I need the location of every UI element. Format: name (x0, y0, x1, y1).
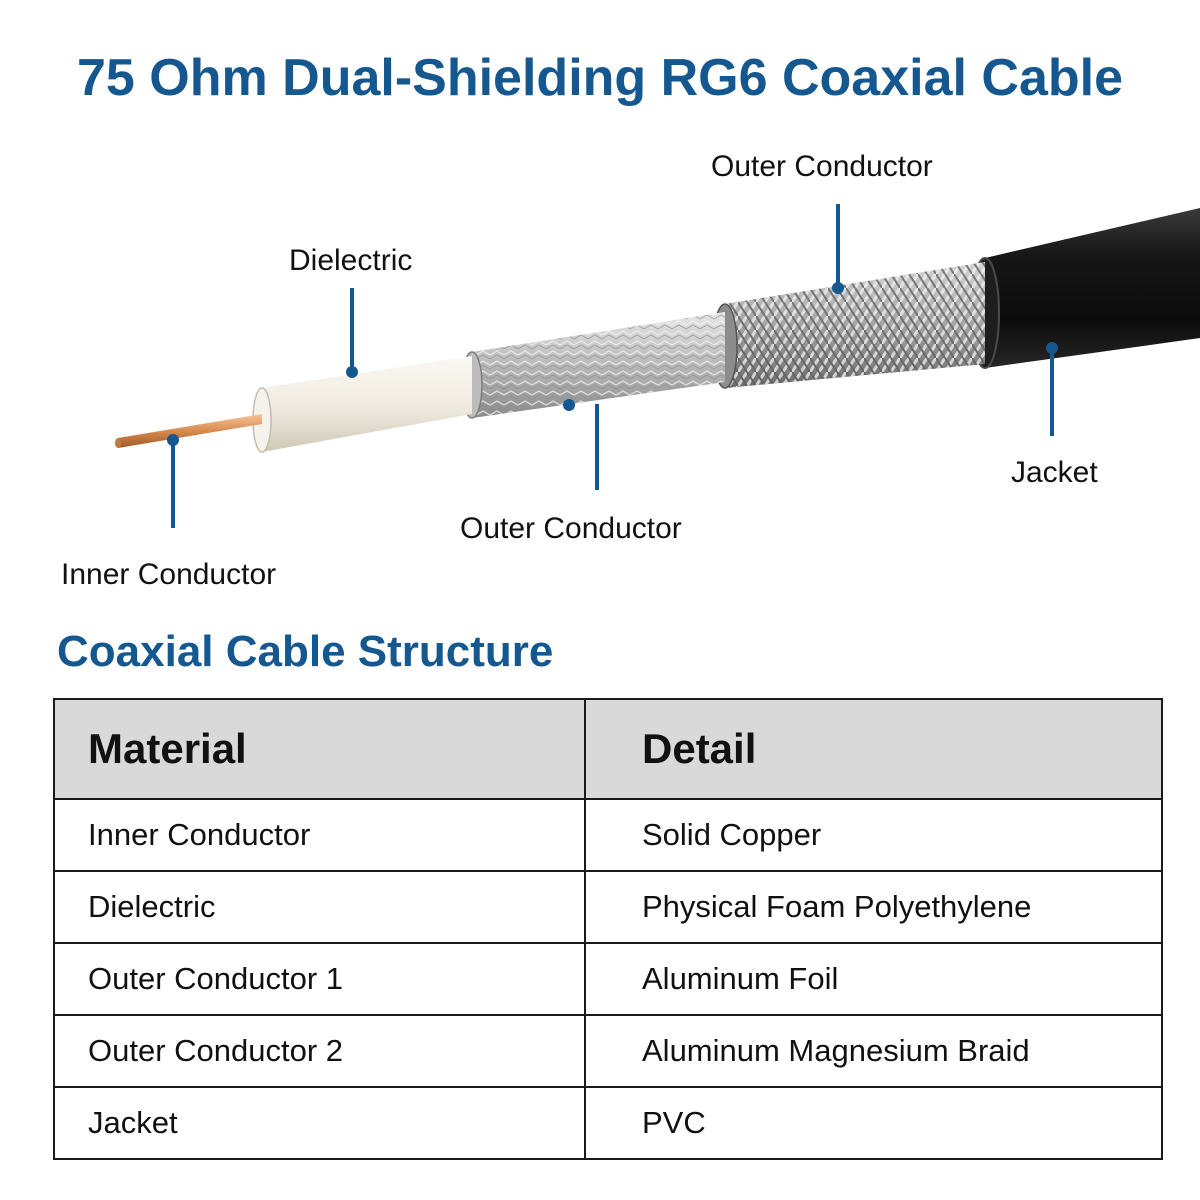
callout-outer-conductor-foil: Outer Conductor (460, 512, 682, 545)
coaxial-cable-illustration (115, 204, 1200, 528)
inner-conductor-wire (115, 414, 262, 448)
leader-dot-dielectric (346, 366, 358, 378)
callout-inner-conductor: Inner Conductor (61, 558, 277, 591)
table-row: Outer Conductor 1 Aluminum Foil (53, 942, 1163, 1016)
material-cell: Dielectric (53, 870, 586, 944)
material-cell: Outer Conductor 2 (53, 1014, 586, 1088)
detail-cell: Aluminum Foil (584, 942, 1163, 1016)
leader-dot-jacket (1046, 342, 1058, 354)
table-row: Dielectric Physical Foam Polyethylene (53, 870, 1163, 944)
material-cell: Jacket (53, 1086, 586, 1160)
table-header-row: Material Detail (53, 698, 1163, 800)
cable-diagram: Outer Conductor Dielectric Jacket Outer … (0, 120, 1200, 610)
detail-cell: Physical Foam Polyethylene (584, 870, 1163, 944)
dielectric-segment (252, 356, 472, 453)
table-row: Jacket PVC (53, 1086, 1163, 1160)
page-title: 75 Ohm Dual-Shielding RG6 Coaxial Cable (76, 49, 1124, 107)
material-cell: Outer Conductor 1 (53, 942, 586, 1016)
jacket-segment (970, 208, 1200, 369)
callout-jacket: Jacket (1011, 456, 1098, 489)
header-detail: Detail (584, 698, 1163, 800)
callout-outer-conductor-braid: Outer Conductor (711, 150, 933, 183)
leader-lines (167, 204, 1058, 528)
leader-dot-outer-conductor-braid (832, 282, 844, 294)
detail-cell: PVC (584, 1086, 1163, 1160)
outer-conductor-braid-segment (712, 262, 985, 389)
outer-conductor-foil-segment (461, 312, 725, 419)
table-row: Inner Conductor Solid Copper (53, 798, 1163, 872)
table-row: Outer Conductor 2 Aluminum Magnesium Bra… (53, 1014, 1163, 1088)
detail-cell: Aluminum Magnesium Braid (584, 1014, 1163, 1088)
material-cell: Inner Conductor (53, 798, 586, 872)
section-title: Coaxial Cable Structure (57, 627, 554, 676)
leader-dot-inner-conductor (167, 434, 179, 446)
detail-cell: Solid Copper (584, 798, 1163, 872)
callout-dielectric: Dielectric (289, 244, 413, 277)
header-material: Material (53, 698, 586, 800)
structure-table: Material Detail Inner Conductor Solid Co… (53, 698, 1163, 1160)
leader-dot-outer-conductor-foil (563, 399, 575, 411)
